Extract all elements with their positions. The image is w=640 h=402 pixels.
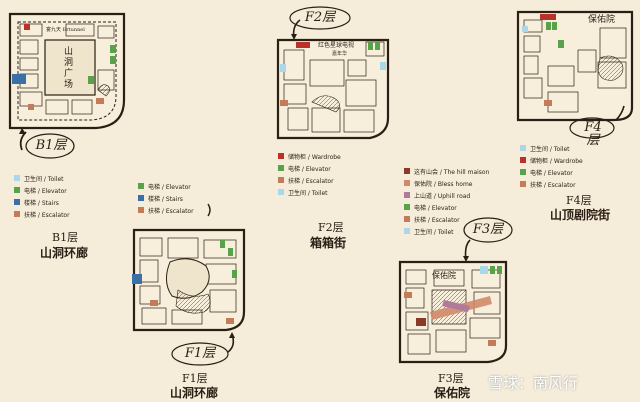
legend-item: 扶梯 / Escalator: [14, 208, 70, 220]
f3-map-label: 保佑院: [432, 271, 456, 280]
bless-home-swatch: [404, 180, 410, 186]
legend-item: 卫生间 / Toilet: [520, 142, 583, 154]
legend-item: 电梯 / Elevator: [138, 180, 194, 192]
toilet-swatch: [404, 228, 410, 234]
escalator-swatch: [404, 216, 410, 222]
toilet-swatch: [14, 175, 20, 181]
f2-map-label-tv: 红色星球电视: [318, 42, 355, 49]
legend-label: 扶梯 / Escalator: [24, 211, 70, 219]
legend-item: 储物柜 / Wardrobe: [278, 150, 341, 162]
wardrobe-swatch: [520, 157, 526, 163]
legend-label: 卫生间 / Toilet: [24, 175, 64, 183]
f4-legend: 卫生间 / Toilet 储物柜 / Wardrobe 电梯 / Elevato…: [520, 142, 583, 190]
toilet-swatch: [520, 145, 526, 151]
b1-floor-badge: B1层: [35, 138, 67, 153]
f1-floor-badge: F1层: [184, 346, 216, 361]
f2-floor-badge: F2层: [304, 10, 336, 25]
f2-map-label-carnival: 嘉年华: [332, 51, 348, 57]
b1-legend: 卫生间 / Toilet 电梯 / Elevator 楼梯 / Stairs 扶…: [14, 172, 70, 220]
f3-area-name: 保佑院: [434, 386, 471, 400]
legend-item: 卫生间 / Toilet: [14, 172, 70, 184]
legend-label: 扶梯 / Escalator: [148, 207, 194, 215]
legend-label: 楼梯 / Stairs: [24, 199, 59, 207]
legend-item: 这有山会 / The hill maison: [404, 165, 489, 177]
b1-area-name: 山洞环廊: [40, 246, 89, 260]
legend-label: 电梯 / Elevator: [414, 204, 457, 212]
legend-label: 电梯 / Elevator: [288, 165, 331, 173]
f3-floor-map: [398, 217, 513, 364]
f4-floor-name: F4层: [566, 194, 592, 207]
b1-map-label-restaurant: 宴九天 Ertunnel: [46, 27, 85, 33]
f2-legend: 储物柜 / Wardrobe 电梯 / Elevator 扶梯 / Escala…: [278, 150, 341, 198]
escalator-swatch: [278, 177, 284, 183]
f2-area-name: 箱箱街: [310, 236, 347, 250]
legend-label: 保佑院 / Bless home: [414, 180, 473, 188]
legend-item: 储物柜 / Wardrobe: [520, 154, 583, 166]
legend-item: 扶梯 / Escalator: [404, 213, 489, 225]
f4-floor-badge: F4层: [584, 120, 602, 148]
legend-label: 扶梯 / Escalator: [414, 216, 460, 224]
legend-item: 电梯 / Elevator: [404, 201, 489, 213]
elevator-swatch: [520, 169, 526, 175]
watermark: 雪球：南风行: [488, 374, 579, 392]
escalator-swatch: [138, 207, 144, 213]
legend-label: 扶梯 / Escalator: [288, 177, 334, 185]
f1-legend: 电梯 / Elevator 楼梯 / Stairs 扶梯 / Escalator: [138, 180, 194, 216]
legend-label: 扶梯 / Escalator: [530, 181, 576, 189]
legend-label: 电梯 / Elevator: [24, 187, 67, 195]
stairs-swatch: [14, 199, 20, 205]
stairs-swatch: [138, 195, 144, 201]
legend-label: 卫生间 / Toilet: [530, 145, 570, 153]
legend-label: 储物柜 / Wardrobe: [530, 157, 583, 165]
legend-item: 扶梯 / Escalator: [278, 174, 341, 186]
legend-label: 电梯 / Elevator: [148, 183, 191, 191]
legend-item: 楼梯 / Stairs: [138, 192, 194, 204]
legend-label: 这有山会 / The hill maison: [414, 168, 490, 176]
legend-label: 上山道 / Uphill road: [414, 192, 471, 200]
b1-floor-map: [8, 12, 126, 159]
toilet-swatch: [278, 189, 284, 195]
hill-maison-swatch: [404, 168, 410, 174]
legend-item: 卫生间 / Toilet: [404, 225, 489, 237]
legend-item: 扶梯 / Escalator: [138, 204, 194, 216]
b1-floor-name: B1层: [52, 231, 79, 244]
f3-floor-name: F3层: [438, 372, 464, 385]
legend-item: 扶梯 / Escalator: [520, 178, 583, 190]
legend-item: 电梯 / Elevator: [14, 184, 70, 196]
f1-floor-name: F1层: [182, 372, 208, 385]
escalator-swatch: [520, 181, 526, 187]
f4-floor-map: [516, 10, 634, 139]
legend-label: 卫生间 / Toilet: [288, 189, 328, 197]
wardrobe-swatch: [278, 153, 284, 159]
f4-area-name: 山顶剧院街: [550, 208, 611, 222]
legend-item: 电梯 / Elevator: [278, 162, 341, 174]
legend-item: 保佑院 / Bless home: [404, 177, 489, 189]
f1-floor-map: [132, 203, 246, 366]
legend-label: 卫生间 / Toilet: [414, 228, 454, 236]
f3-floor-badge: F3层: [472, 222, 504, 237]
legend-item: 上山道 / Uphill road: [404, 189, 489, 201]
f4-map-label: 保佑院: [588, 15, 616, 25]
legend-label: 电梯 / Elevator: [530, 169, 573, 177]
legend-label: 楼梯 / Stairs: [148, 195, 183, 203]
uphill-road-swatch: [404, 192, 410, 198]
elevator-swatch: [404, 204, 410, 210]
legend-item: 卫生间 / Toilet: [278, 186, 341, 198]
f2-floor-map: [276, 6, 390, 140]
legend-item: 楼梯 / Stairs: [14, 196, 70, 208]
elevator-swatch: [278, 165, 284, 171]
legend-label: 储物柜 / Wardrobe: [288, 153, 341, 161]
elevator-swatch: [138, 183, 144, 189]
escalator-swatch: [14, 211, 20, 217]
f2-floor-name: F2层: [318, 221, 344, 234]
legend-item: 电梯 / Elevator: [520, 166, 583, 178]
elevator-swatch: [14, 187, 20, 193]
f3-legend: 这有山会 / The hill maison 保佑院 / Bless home …: [404, 165, 489, 237]
b1-map-label-plaza: 山洞广场: [62, 46, 72, 90]
f1-area-name: 山洞环廊: [170, 386, 219, 400]
